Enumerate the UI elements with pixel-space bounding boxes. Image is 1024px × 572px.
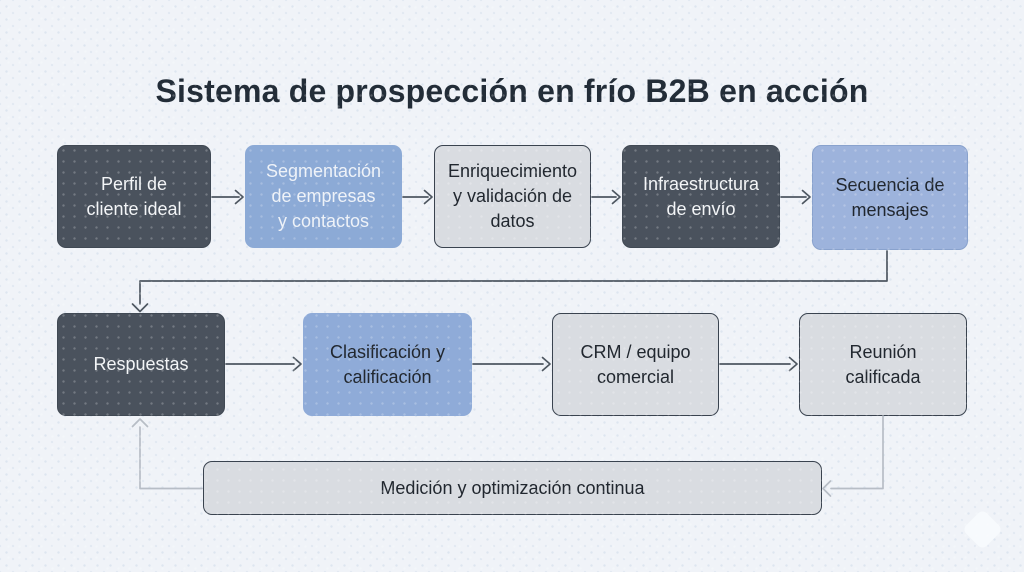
edge-medicion-respuestas — [131, 418, 203, 490]
node-label: Perfil de cliente ideal — [86, 173, 182, 219]
edge-perfil-segmentacion — [211, 189, 244, 205]
edge-crm-reunion — [719, 356, 798, 372]
page-title: Sistema de prospección en frío B2B en ac… — [155, 73, 869, 110]
node-secuencia-mensajes: Secuencia de mensajes — [812, 145, 968, 250]
edge-clasificacion-crm — [472, 356, 551, 372]
node-label: Secuencia de mensajes — [835, 174, 945, 220]
node-perfil-cliente-ideal: Perfil de cliente ideal — [57, 145, 211, 248]
edge-respuestas-clasificacion — [225, 356, 302, 372]
node-label: Infraestructura de envío — [642, 173, 760, 219]
edge-segmentacion-enriquecimiento — [402, 189, 433, 205]
node-enriquecimiento-validacion: Enriquecimiento y validación de datos — [434, 145, 591, 248]
node-label: CRM / equipo comercial — [580, 341, 691, 387]
node-reunion-calificada: Reunión calificada — [799, 313, 967, 416]
node-respuestas: Respuestas — [57, 313, 225, 416]
node-label: Enriquecimiento y validación de datos — [447, 161, 578, 231]
node-medicion-optimizacion: Medición y optimización continua — [203, 461, 822, 515]
edge-secuencia-respuestas — [131, 250, 888, 313]
node-label: Respuestas — [93, 354, 189, 374]
node-label: Clasificación y calificación — [329, 341, 446, 387]
node-crm-equipo-comercial: CRM / equipo comercial — [552, 313, 719, 416]
node-infraestructura-envio: Infraestructura de envío — [622, 145, 780, 248]
node-label: Segmentación de empresas y contactos — [265, 161, 382, 231]
diamond-watermark-icon — [961, 508, 1004, 551]
edge-reunion-medicion — [822, 415, 884, 497]
node-label: Reunión calificada — [845, 341, 921, 387]
node-segmentacion-empresas: Segmentación de empresas y contactos — [245, 145, 402, 248]
node-label: Medición y optimización continua — [380, 477, 645, 498]
edge-infraestructura-secuencia — [780, 189, 811, 205]
edge-enriquecimiento-infraestructura — [591, 189, 621, 205]
node-clasificacion-calificacion: Clasificación y calificación — [303, 313, 472, 416]
